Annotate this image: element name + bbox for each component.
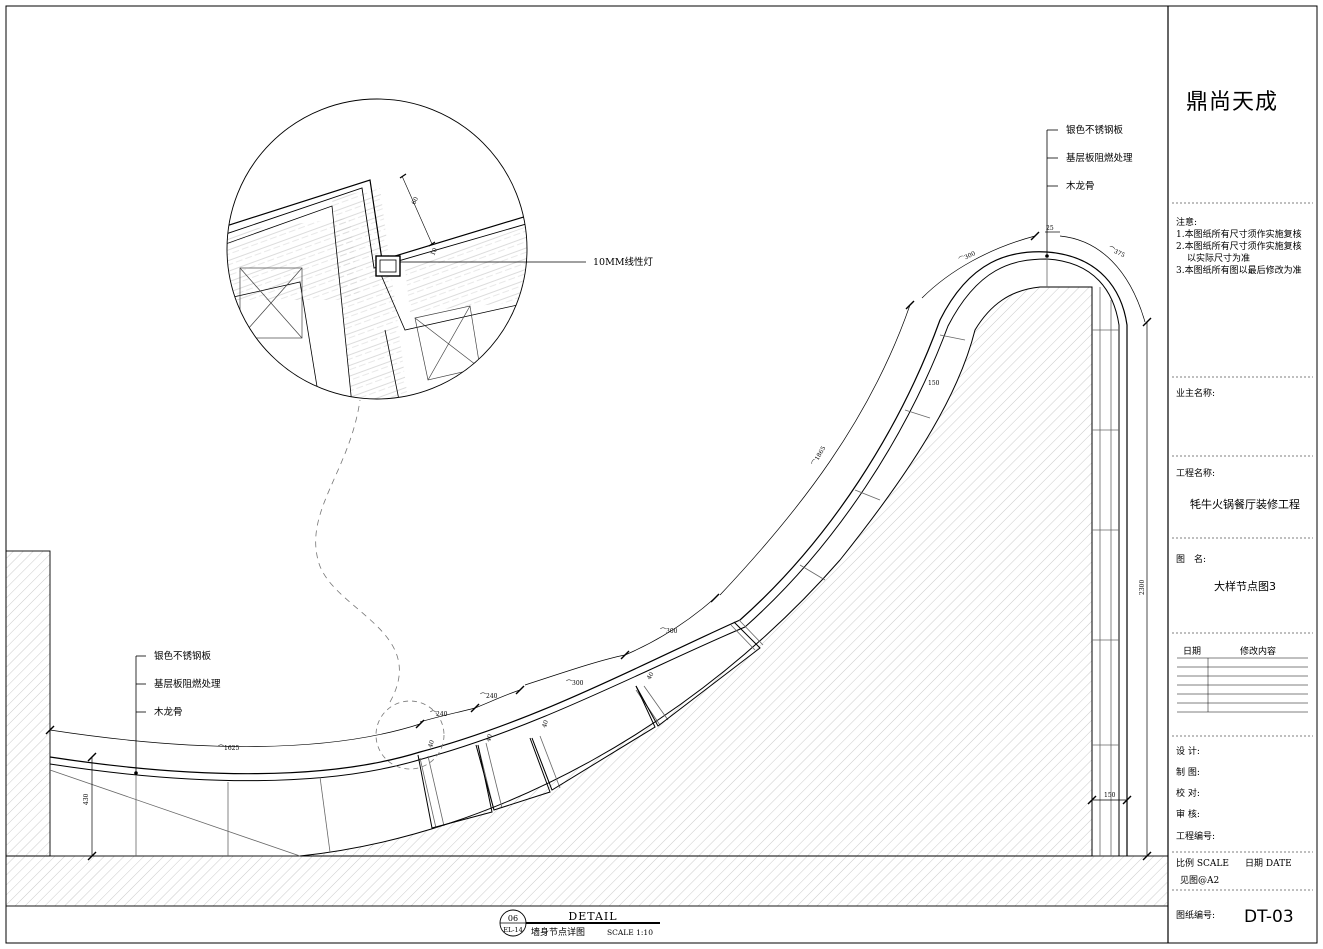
legend-right: 银色不锈钢板 基层板阻燃处理 木龙骨 [1045,124,1133,258]
legend-right-stud: 木龙骨 [1066,180,1095,192]
dim-375: ⌒375 [1107,245,1126,259]
note-2-cont: 以实际尺寸为准 [1187,254,1251,264]
date-label: 日期 DATE [1245,859,1292,869]
dim-60: 60 [410,196,420,206]
dim-1865: ⌒1865 [811,445,828,467]
detail-callout-circle [375,700,445,770]
dim-10: 10 [429,247,439,257]
dimension-lines [49,231,1148,856]
note-3: 3.本图纸所有图以最后修改为准 [1176,266,1302,276]
legend-left-stainless: 银色不锈钢板 [154,650,212,662]
dim-240-b: ⌒240 [480,693,498,700]
dimension-ticks [45,231,1152,861]
revision-date-col: 日期 [1183,647,1202,657]
detail-label: DETAIL [568,910,617,923]
dim-300-c: ⌒300 [958,250,977,264]
legend-left: 银色不锈钢板 基层板阻燃处理 木龙骨 [134,650,221,775]
substrate-wall [299,286,1093,857]
revision-table [1177,657,1308,713]
detail-scale: SCALE 1:10 [607,928,653,937]
dim-150-a: 150 [1104,792,1116,799]
dim-25: 25 [1046,225,1054,232]
company-name: 鼎尚天成 [1186,90,1279,115]
dim-1625: ⌒1625 [218,745,239,752]
magnified-detail: 60 10 [226,98,528,400]
dim-430: 430 [83,793,90,805]
draft-label: 制 图: [1176,768,1200,778]
drawing-name: 大样节点图3 [1214,580,1276,593]
drawing-name-label: 图 名: [1176,555,1207,565]
dim-300-a: ⌒300 [566,680,584,687]
detail-caption: 06 EL-14 DETAIL 墙身节点详图 SCALE 1:10 [499,909,660,938]
dim-2300: 2300 [1139,580,1146,595]
design-label: 设 计: [1176,747,1200,757]
dim-40-a: 40 [427,739,436,748]
sheet-border [5,5,1318,944]
dim-300-b: ⌒300 [660,628,678,635]
legend-right-board: 基层板阻燃处理 [1066,152,1133,164]
review-label: 审 核: [1176,810,1200,820]
legend-left-board: 基层板阻燃处理 [154,678,221,690]
notes-title: 注意: [1176,218,1198,228]
dim-150-b: 150 [928,380,940,387]
note-2: 2.本图纸所有尺寸须作实施复核 [1176,242,1302,252]
dim-40-c: 40 [541,719,550,728]
title-block-lines [1172,202,1313,891]
callout-ref: EL-14 [503,926,523,934]
detail-callout-leader [315,399,400,703]
framing-boxes [417,621,761,829]
check-label: 校 对: [1176,789,1200,799]
drawing-no-label: 图纸编号: [1176,911,1216,921]
detail-title: 墙身节点详图 [531,926,585,938]
legend-left-stud: 木龙骨 [154,706,183,718]
drawing-number: DT-03 [1244,907,1294,927]
led-strip-profile [375,255,401,277]
project-name: 牦牛火锅餐厅装修工程 [1190,498,1300,511]
project-no-label: 工程编号: [1176,832,1216,842]
revision-content-col: 修改内容 [1240,647,1277,657]
dim-240-a: ⌒240 [430,711,448,718]
scale-value: 见图@A2 [1180,876,1220,886]
owner-label: 业主名称: [1176,389,1216,399]
curved-skin-inner [49,258,1120,856]
dim-40-d: 40 [646,671,656,681]
project-label: 工程名称: [1176,469,1216,479]
left-wall [5,550,51,857]
note-1: 1.本图纸所有尺寸须作实施复核 [1176,230,1302,240]
dim-40-b: 40 [485,733,494,742]
led-strip-note: 10MM线性灯 [593,256,654,268]
legend-right-stainless: 银色不锈钢板 [1066,124,1124,136]
floor-slab [5,855,1169,907]
callout-number: 06 [508,914,518,923]
scale-label: 比例 SCALE [1176,859,1229,869]
